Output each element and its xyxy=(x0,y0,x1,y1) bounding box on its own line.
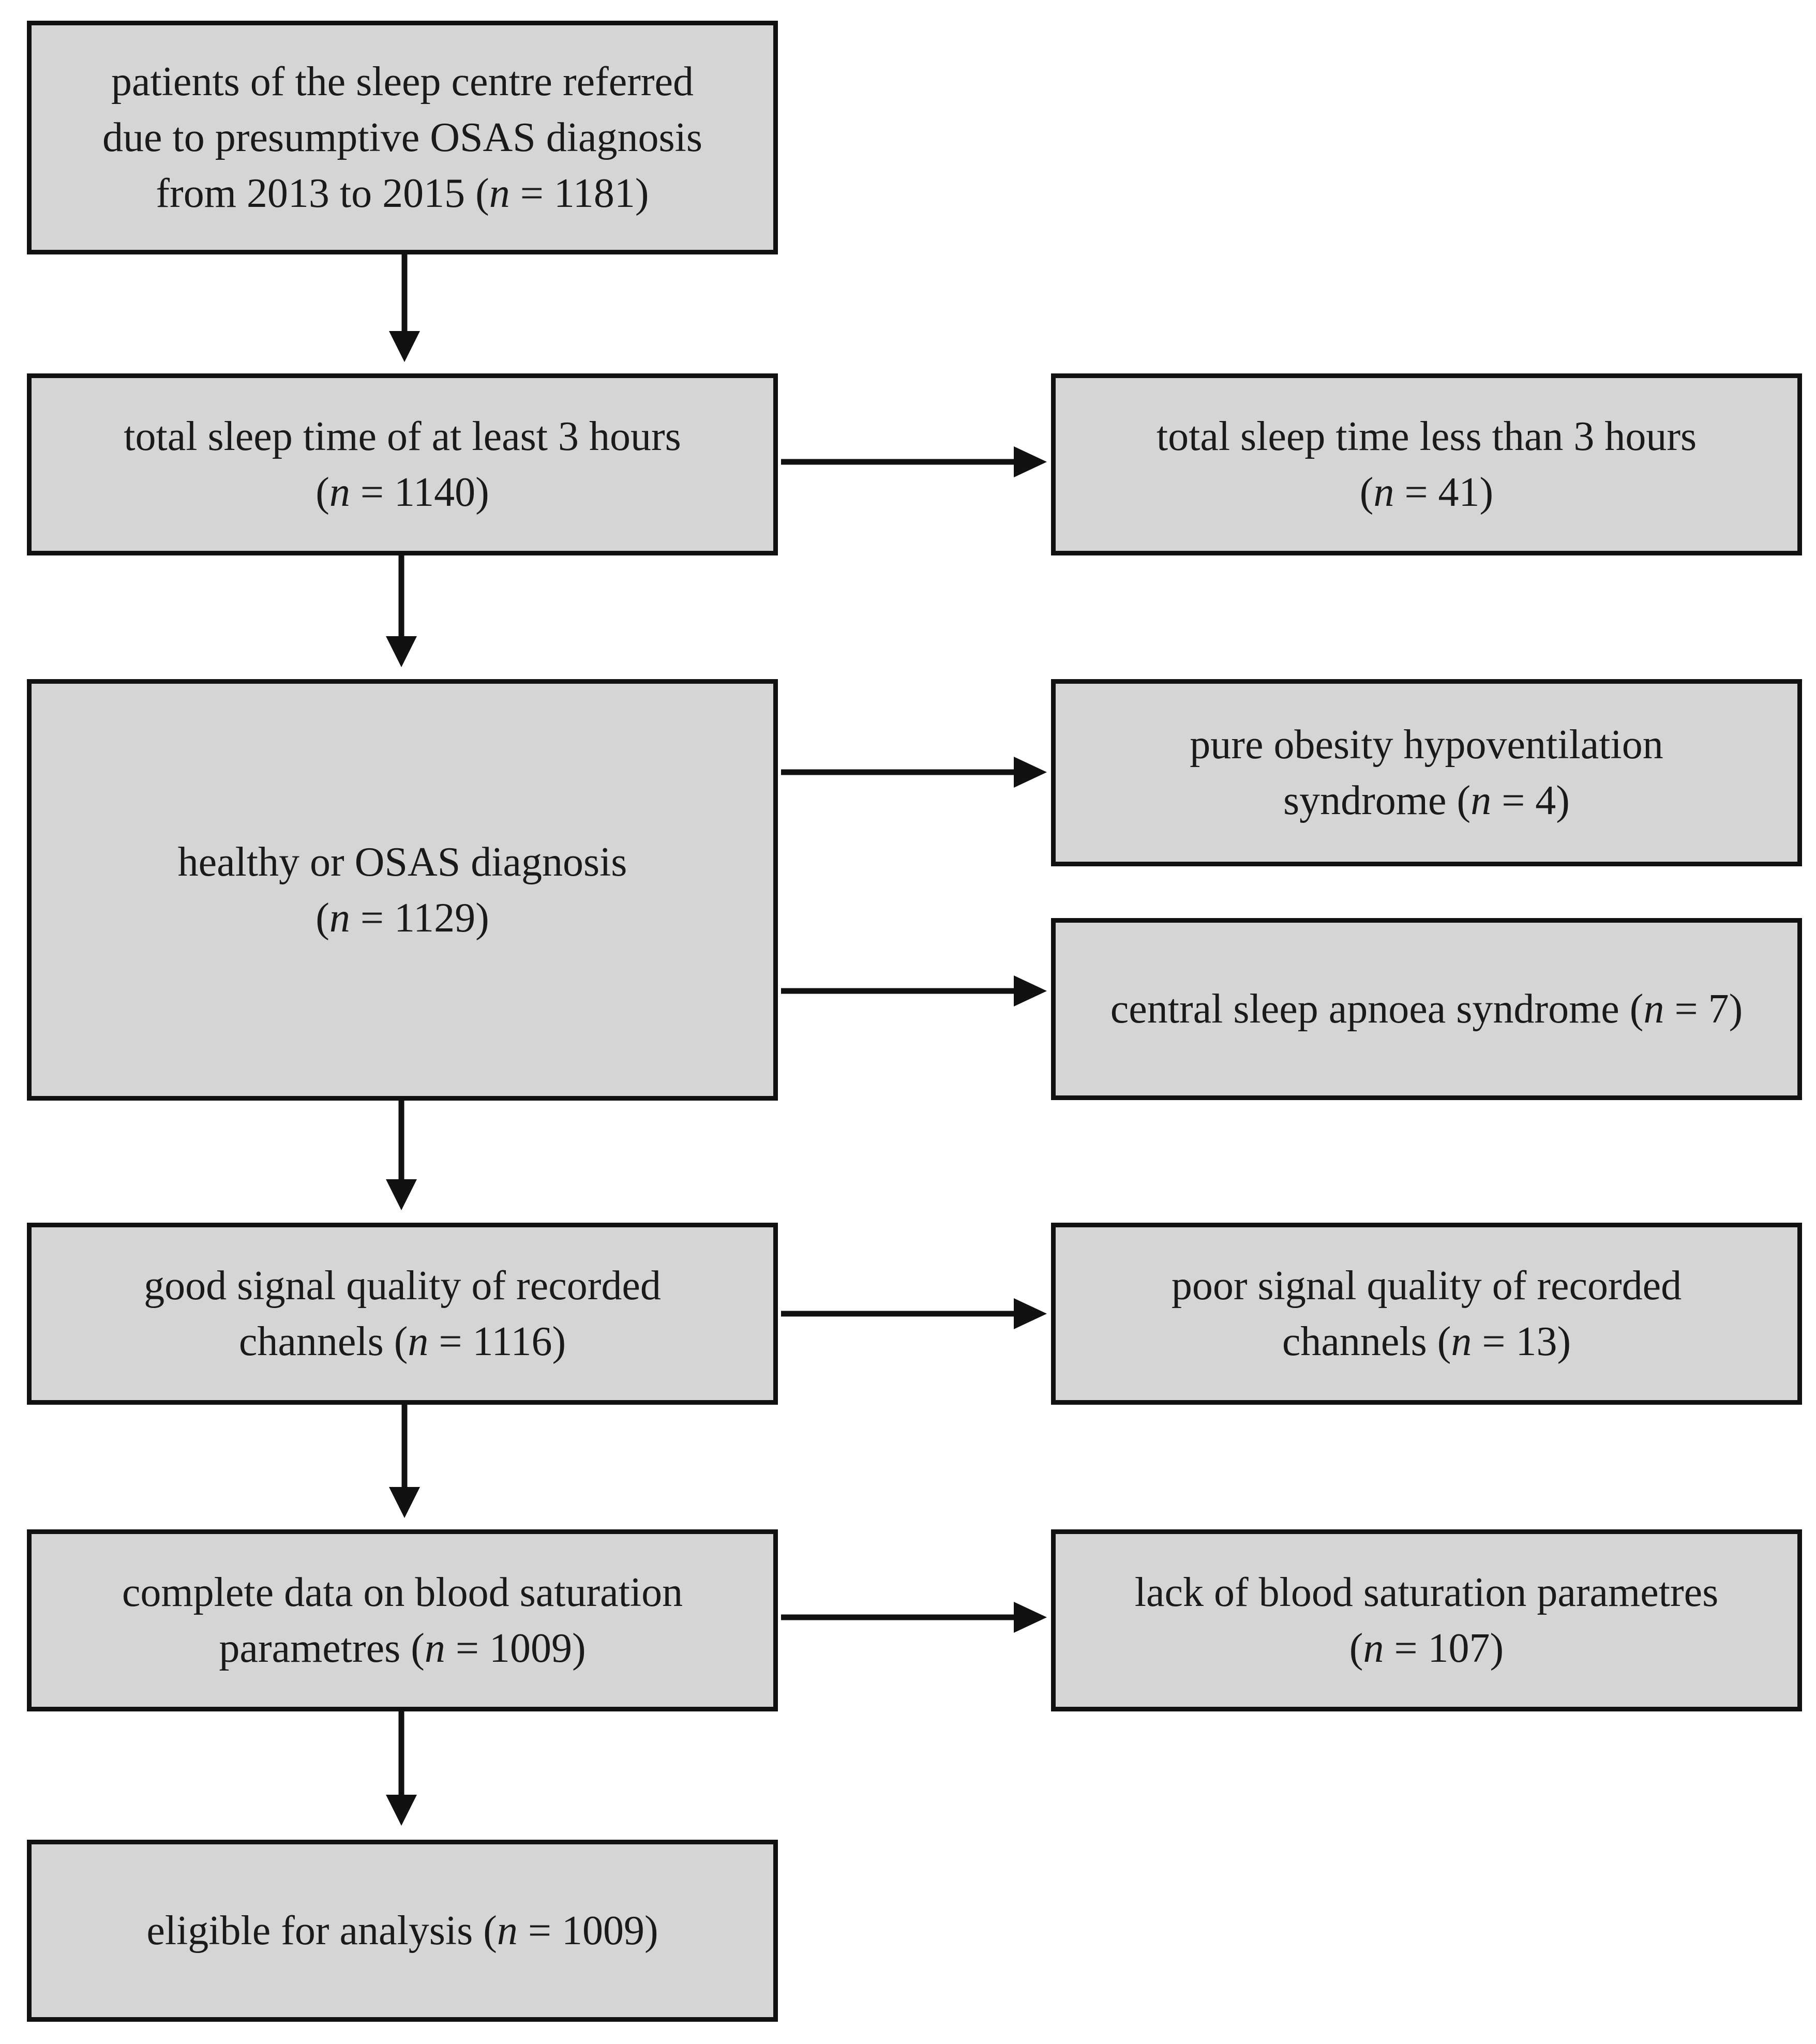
box-pure-obesity-hypoventilation: pure obesity hypoventilation syndrome (n… xyxy=(1051,679,1802,866)
n-symbol: n xyxy=(489,171,510,216)
box-text-line: complete data on blood saturation xyxy=(122,1570,683,1615)
box-text-line: poor signal quality of recorded xyxy=(1171,1263,1682,1309)
box-text-line: healthy or OSAS diagnosis xyxy=(177,839,627,885)
box-count-line: (n = 41) xyxy=(1359,470,1494,515)
n-symbol: n xyxy=(329,895,350,941)
box-text-line: good signal quality of recorded xyxy=(144,1263,661,1309)
box-text-line: patients of the sleep centre referred xyxy=(111,59,694,104)
n-symbol: n xyxy=(329,470,350,515)
box-text-line: total sleep time less than 3 hours xyxy=(1156,414,1697,459)
box-count-line: parametres (n = 1009) xyxy=(219,1626,586,1671)
box-count-line: channels (n = 1116) xyxy=(238,1319,566,1364)
box-count-line: syndrome (n = 4) xyxy=(1283,778,1570,823)
box-text-line: pure obesity hypoventilation xyxy=(1190,722,1663,768)
box-count-line: from 2013 to 2015 (n = 1181) xyxy=(156,171,649,216)
box-healthy-or-osas: healthy or OSAS diagnosis (n = 1129) xyxy=(27,679,778,1101)
n-symbol: n xyxy=(1363,1626,1384,1671)
n-symbol: n xyxy=(424,1626,445,1671)
box-count-line: (n = 107) xyxy=(1349,1626,1504,1671)
box-text-line: lack of blood saturation parametres xyxy=(1134,1570,1719,1615)
box-count-line: central sleep apnoea syndrome (n = 7) xyxy=(1110,986,1743,1032)
arrowhead-complete-to-eligible xyxy=(386,1795,417,1826)
box-count-line: (n = 1129) xyxy=(316,895,489,941)
box-count-line: channels (n = 13) xyxy=(1282,1319,1571,1364)
arrowhead-goodsignal-to-complete xyxy=(389,1487,420,1518)
box-complete-saturation-data: complete data on blood saturation parame… xyxy=(27,1529,778,1711)
arrowhead-diagnosis-to-ohs xyxy=(1014,757,1047,788)
arrowhead-referred-to-tst3 xyxy=(389,331,420,362)
n-symbol: n xyxy=(1451,1319,1472,1364)
box-good-signal-quality: good signal quality of recorded channels… xyxy=(27,1223,778,1405)
n-symbol: n xyxy=(497,1908,518,1953)
arrowhead-complete-to-lack xyxy=(1014,1602,1047,1633)
box-text-line: due to presumptive OSAS diagnosis xyxy=(102,115,702,160)
box-count-line: (n = 1140) xyxy=(316,470,489,515)
box-total-sleep-at-least-3h: total sleep time of at least 3 hours (n … xyxy=(27,373,778,555)
box-lack-saturation-parametres: lack of blood saturation parametres (n =… xyxy=(1051,1529,1802,1711)
box-eligible-for-analysis: eligible for analysis (n = 1009) xyxy=(27,1840,778,2022)
box-count-line: eligible for analysis (n = 1009) xyxy=(146,1908,658,1953)
arrowhead-tst3-to-diagnosis xyxy=(386,636,417,667)
box-total-sleep-less-3h: total sleep time less than 3 hours (n = … xyxy=(1051,373,1802,555)
box-patients-referred: patients of the sleep centre referred du… xyxy=(27,21,778,254)
arrowhead-goodsignal-to-poorsignal xyxy=(1014,1298,1047,1329)
arrowhead-tst3-to-tstless xyxy=(1014,446,1047,477)
n-symbol: n xyxy=(1470,778,1492,823)
n-symbol: n xyxy=(1643,986,1664,1032)
arrowhead-diagnosis-to-csa xyxy=(1014,975,1047,1006)
box-central-sleep-apnoea: central sleep apnoea syndrome (n = 7) xyxy=(1051,918,1802,1100)
box-text-line: total sleep time of at least 3 hours xyxy=(124,414,681,459)
n-symbol: n xyxy=(408,1319,429,1364)
box-poor-signal-quality: poor signal quality of recorded channels… xyxy=(1051,1223,1802,1405)
n-symbol: n xyxy=(1373,470,1394,515)
arrowhead-diagnosis-to-goodsignal xyxy=(386,1179,417,1210)
